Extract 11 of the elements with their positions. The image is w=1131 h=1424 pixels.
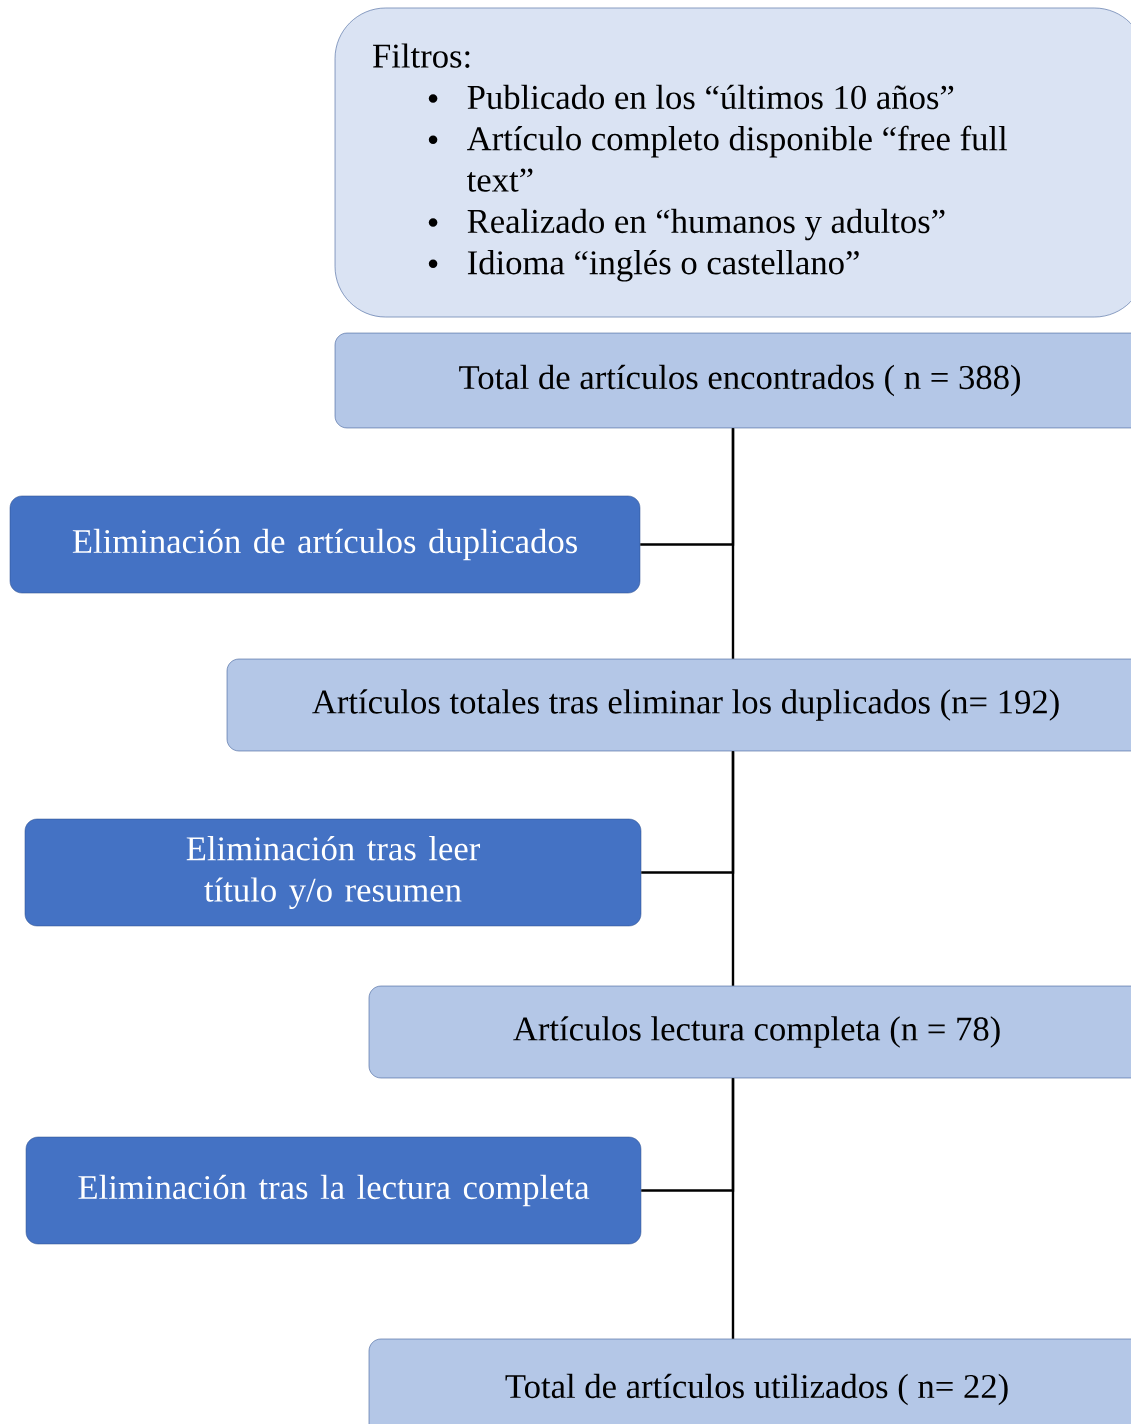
filter-box: Filtros: Publicado en los “últimos 10 años” Artículo completo disponible “free full text” Realizado en “humanos y adultos” Idioma “inglés o castellano” [334, 7, 1131, 318]
connector-line [640, 428, 735, 546]
exclusion-box: Eliminación tras leer título y/o resumen [24, 818, 642, 927]
exclusion-box: Eliminación de artículos duplicados [9, 495, 641, 594]
process-box: Artículos totales tras eliminar los duplicados (n= 192) [226, 658, 1131, 752]
connector-line [641, 1078, 735, 1192]
process-box: Total de artículos utilizados ( n= 22) [368, 1338, 1131, 1424]
connector-line [641, 751, 735, 874]
exclusion-box: Eliminación tras la lectura completa [25, 1136, 642, 1245]
process-box: Total de artículos encontrados ( n = 388) [334, 332, 1131, 429]
process-box: Artículos lectura completa (n = 78) [368, 985, 1131, 1079]
